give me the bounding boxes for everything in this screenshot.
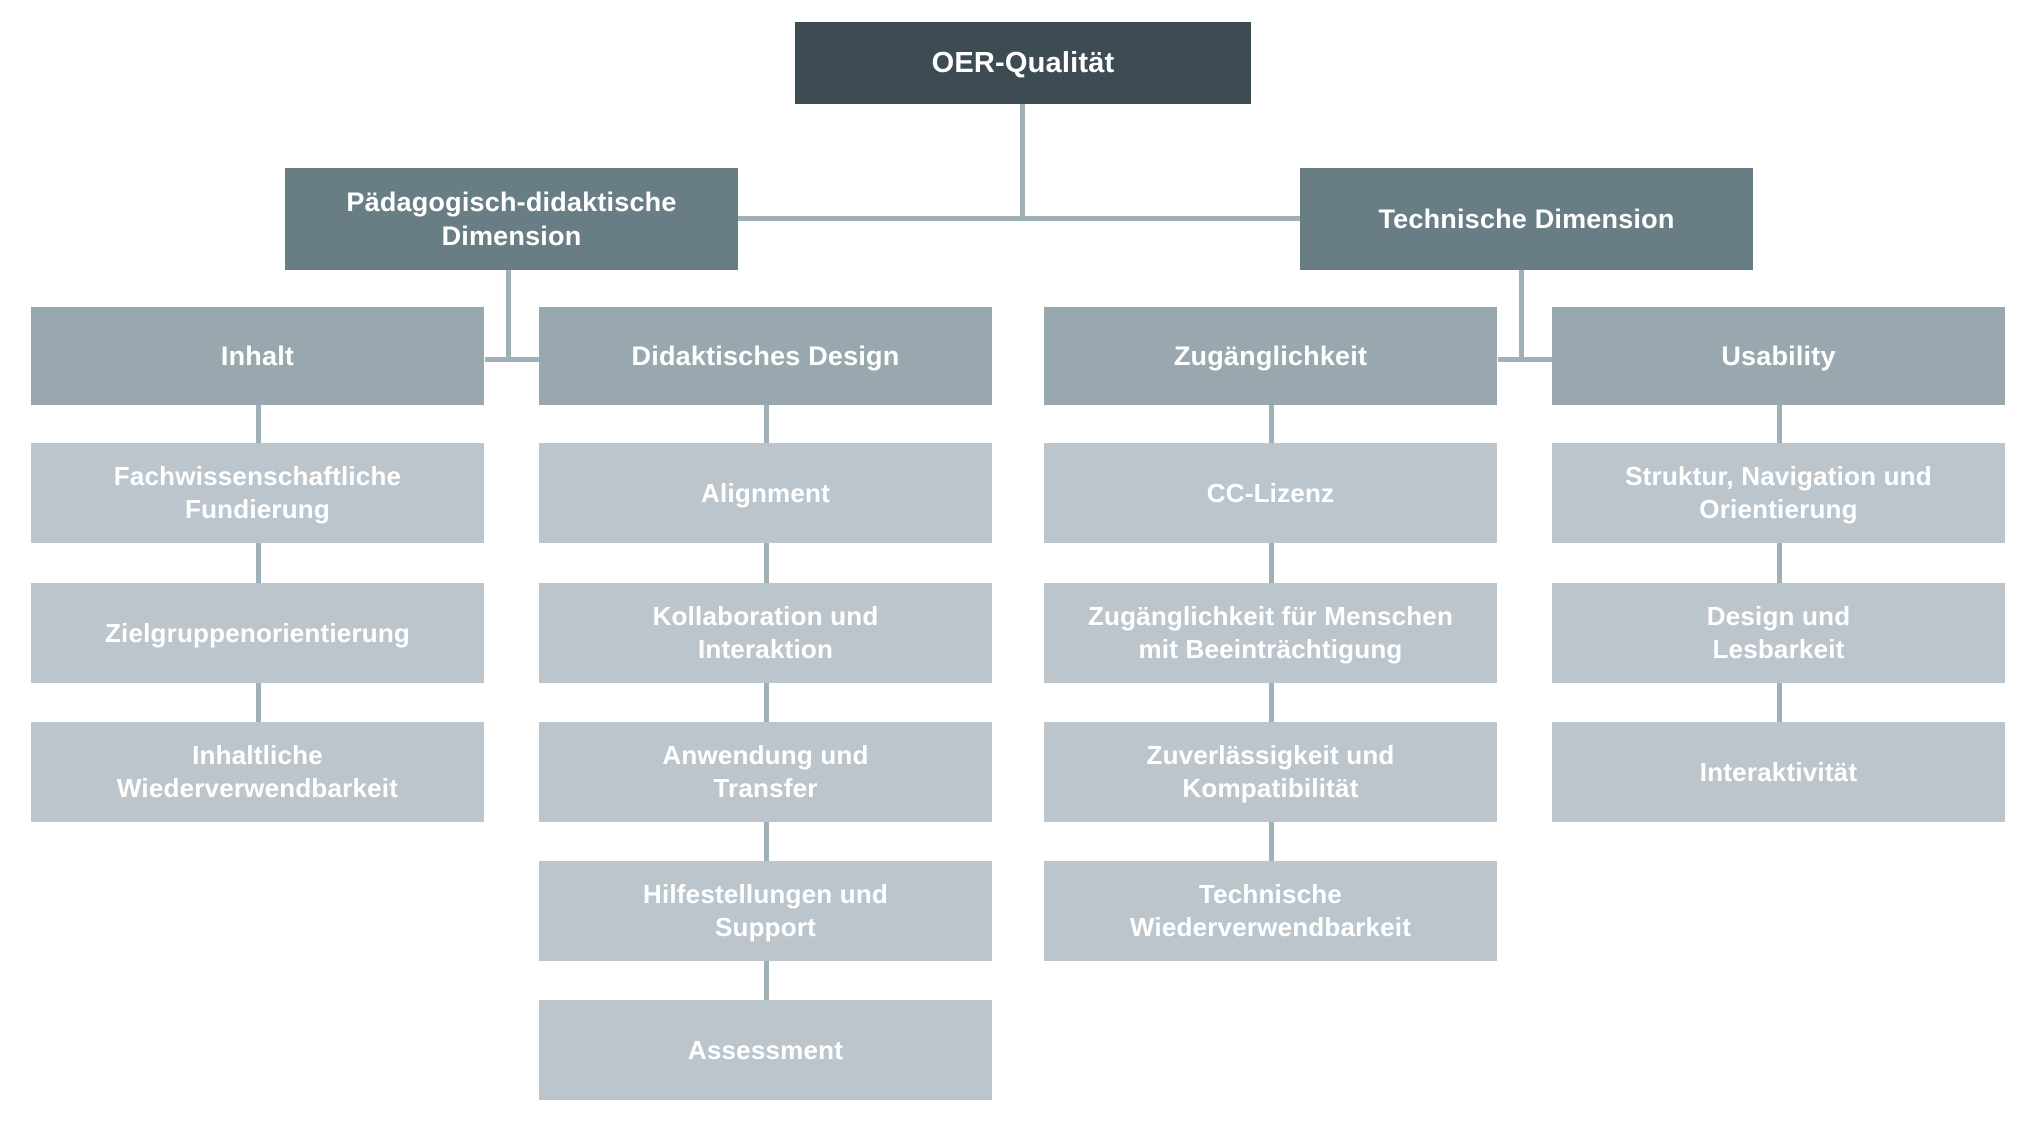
node-technische-wiederverwendbarkeit[interactable]: Technische Wiederverwendbarkeit xyxy=(1044,861,1497,961)
node-struktur-navigation-und-orientierung[interactable]: Struktur, Navigation und Orientierung xyxy=(1552,443,2005,543)
node-assessment[interactable]: Assessment xyxy=(539,1000,992,1100)
node-inhaltliche-wiederverwendbarkeit[interactable]: Inhaltliche Wiederverwendbarkeit xyxy=(31,722,484,822)
node-design-und-lesbarkeit[interactable]: Design und Lesbarkeit xyxy=(1552,583,2005,683)
node-hilfestellungen-und-support[interactable]: Hilfestellungen und Support xyxy=(539,861,992,961)
node-zugaenglichkeit[interactable]: Zugänglichkeit xyxy=(1044,307,1497,405)
node-anwendung-und-transfer[interactable]: Anwendung und Transfer xyxy=(539,722,992,822)
connector-col1-spine xyxy=(256,405,261,730)
connector-pedagogic-stem xyxy=(506,270,511,361)
node-fachwissenschaftliche-fundierung[interactable]: Fachwissenschaftliche Fundierung xyxy=(31,443,484,543)
node-didaktisches-design[interactable]: Didaktisches Design xyxy=(539,307,992,405)
node-zielgruppenorientierung[interactable]: Zielgruppenorientierung xyxy=(31,583,484,683)
node-alignment[interactable]: Alignment xyxy=(539,443,992,543)
connector-dimension-bar xyxy=(738,216,1300,221)
node-inhalt[interactable]: Inhalt xyxy=(31,307,484,405)
connector-technical-category-bar xyxy=(1498,357,1556,362)
node-zugaenglichkeit-fuer-menschen-mit-beeintraechtigung[interactable]: Zugänglichkeit für Menschen mit Beeinträ… xyxy=(1044,583,1497,683)
node-oer-qualitaet[interactable]: OER-Qualität xyxy=(795,22,1251,104)
connector-col4-spine xyxy=(1777,405,1782,730)
connector-col2-spine xyxy=(764,405,769,1005)
connector-technical-stem xyxy=(1519,270,1524,361)
node-kollaboration-und-interaktion[interactable]: Kollaboration und Interaktion xyxy=(539,583,992,683)
connector-pedagogic-category-bar xyxy=(485,357,543,362)
node-usability[interactable]: Usability xyxy=(1552,307,2005,405)
node-technische-dimension[interactable]: Technische Dimension xyxy=(1300,168,1753,270)
node-zuverlaessigkeit-und-kompatibilitaet[interactable]: Zuverlässigkeit und Kompatibilität xyxy=(1044,722,1497,822)
node-cc-lizenz[interactable]: CC-Lizenz xyxy=(1044,443,1497,543)
connector-root-stem xyxy=(1020,104,1025,219)
node-interaktivitaet[interactable]: Interaktivität xyxy=(1552,722,2005,822)
node-paedagogisch-didaktische-dimension[interactable]: Pädagogisch-didaktische Dimension xyxy=(285,168,738,270)
